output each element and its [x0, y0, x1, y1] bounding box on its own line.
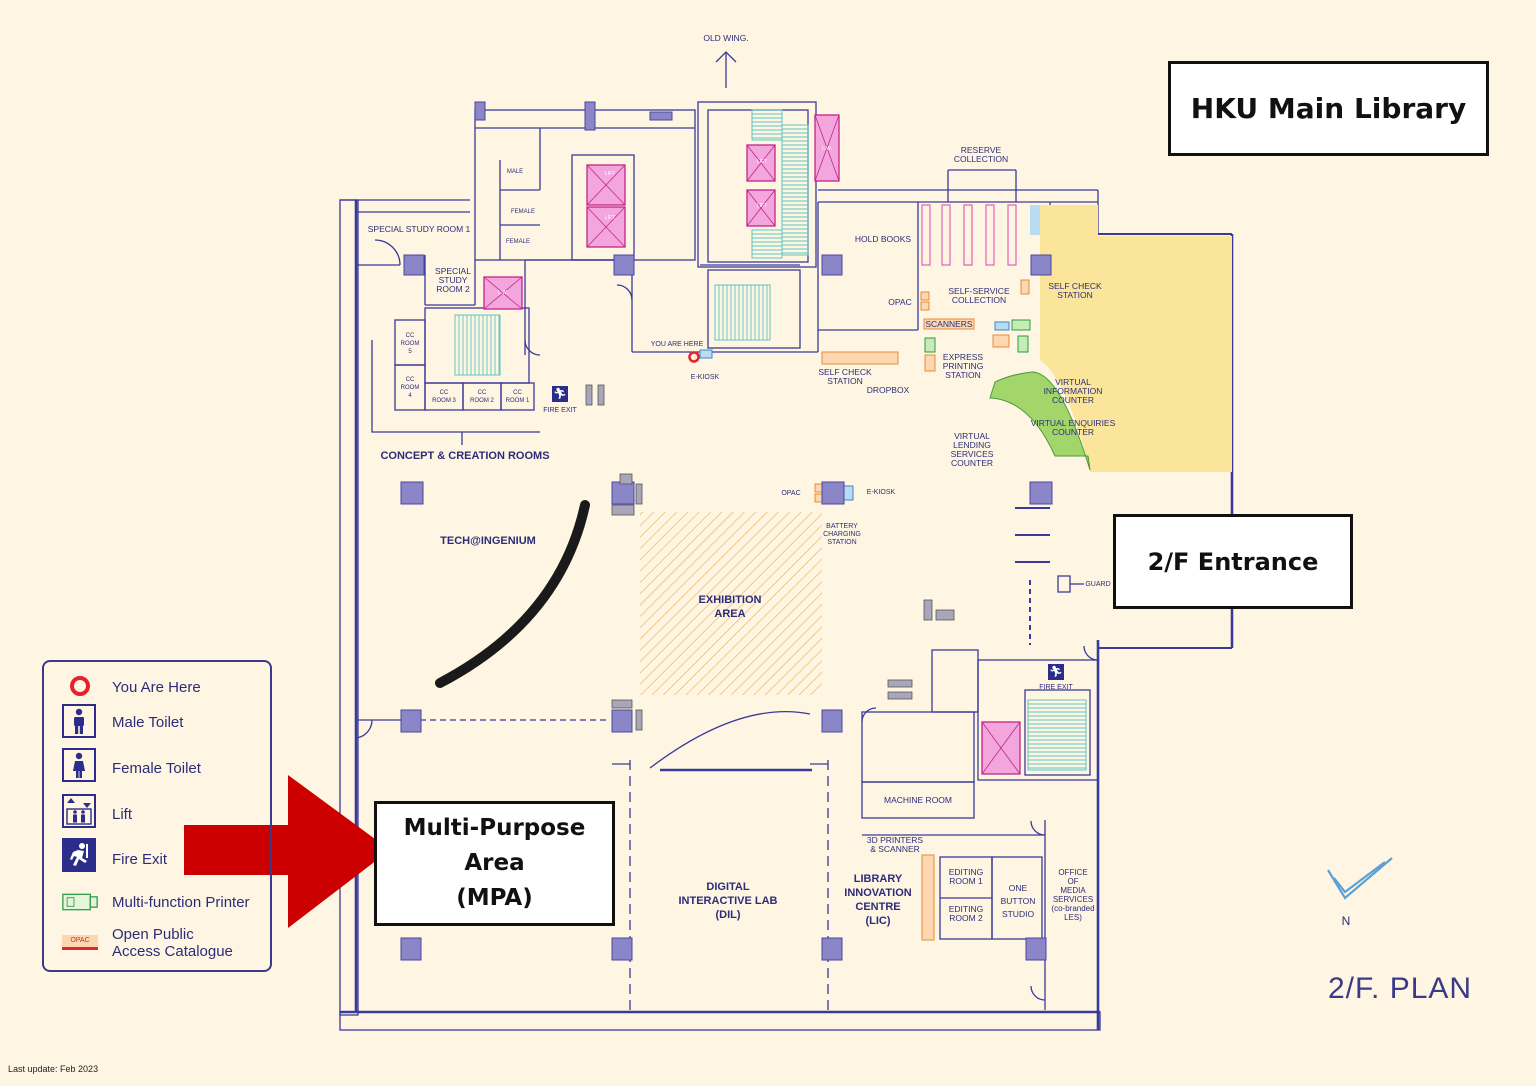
scanners-label: SCANNERS — [925, 319, 973, 329]
you-are-here-icon — [62, 668, 98, 704]
you-are-here-map-label: YOU ARE HERE — [650, 341, 704, 348]
fire-exit-icon: 🏃︎ — [1048, 664, 1064, 680]
special-study-room-2-label: SPECIAL STUDY ROOM 2 — [435, 266, 471, 294]
office-media-services-label: OFFICE OF MEDIA SERVICES (co-branded LES… — [1051, 868, 1095, 922]
battery-charging-label: BATTERY CHARGING STATION — [823, 523, 861, 546]
opac-tag: OPAC — [62, 934, 98, 950]
reserve-collection-label: RESERVE COLLECTION — [953, 145, 1009, 164]
legend-item: Female Toilet — [44, 748, 270, 788]
legend-item: Lift — [44, 794, 270, 834]
self-check-station-label-1: SELF CHECK STATION — [1048, 281, 1102, 300]
last-update: Last update: Feb 2023 — [8, 1064, 99, 1074]
old-wing-label: OLD WING. — [703, 33, 749, 43]
legend: You Are Here Male Toilet Female Toilet L… — [42, 660, 272, 972]
lift-icon — [62, 794, 96, 828]
virtual-lending-services-label: VIRTUAL LENDING SERVICES COUNTER — [950, 431, 994, 468]
lic-label: LIBRARY INNOVATION CENTRE (LIC) — [844, 873, 912, 927]
e-kiosk-label-2: E-KIOSK — [866, 489, 896, 496]
dil-label: DIGITAL INTERACTIVE LAB (DIL) — [678, 881, 778, 921]
legend-label: Lift — [112, 806, 133, 823]
editing-room-2-label: EDITING ROOM 2 — [948, 904, 984, 923]
self-check-station-label-2: SELF CHECK STATION — [818, 367, 872, 386]
printer-icon — [62, 884, 98, 920]
3d-printers-label: 3D PRINTERS & SCANNER — [866, 835, 924, 854]
entrance-callout: 2/F Entrance — [1113, 514, 1353, 609]
fire-exit-label-1: FIRE EXIT — [543, 407, 577, 414]
legend-label: Multi-function Printer — [112, 894, 250, 911]
plan-title: 2/F. PLAN — [1328, 972, 1473, 1005]
fire-exit-icon — [62, 838, 96, 872]
concept-creation-rooms-label: CONCEPT & CREATION ROOMS — [380, 450, 550, 462]
e-kiosk-label-1: E-KIOSK — [690, 374, 720, 381]
hold-books-label: HOLD BOOKS — [854, 234, 912, 244]
legend-label: Male Toilet — [112, 714, 184, 731]
opac-label-1: OPAC — [888, 297, 912, 307]
legend-label: Female Toilet — [112, 760, 201, 777]
machine-room-label: MACHINE ROOM — [884, 795, 952, 805]
female-toilet-label-2: FEMALE — [505, 239, 530, 245]
tech-ingenium-label: TECH@INGENIUM — [440, 535, 536, 547]
north-label: N — [1341, 914, 1351, 928]
legend-item: You Are Here — [44, 668, 270, 708]
virtual-enquiries-counter-label: VIRTUAL ENQUIRIES COUNTER — [1030, 418, 1116, 437]
opac-icon: OPAC — [62, 924, 98, 960]
legend-item: Male Toilet — [44, 704, 270, 744]
exhibition-area-label: EXHIBITION AREA — [698, 594, 762, 620]
cc-room-2-label: CC ROOM 2 — [470, 390, 494, 404]
legend-item: Multi-function Printer — [44, 884, 270, 924]
cc-room-5-label: CC ROOM 5 — [400, 333, 420, 355]
special-study-room-1-label: SPECIAL STUDY ROOM 1 — [367, 224, 471, 234]
legend-label: Open Public Access Catalogue — [112, 926, 233, 960]
legend-item: OPAC Open Public Access Catalogue — [44, 924, 270, 964]
female-toilet-icon — [62, 748, 96, 782]
male-toilet-icon — [62, 704, 96, 738]
lift-label-3: LIFT — [756, 159, 768, 165]
lift-label-2: LIFT — [604, 215, 616, 221]
female-toilet-label-1: FEMALE — [510, 209, 535, 215]
legend-label: You Are Here — [112, 679, 201, 696]
lw-label-1: L.W. — [821, 146, 832, 152]
lw-label-2: L.W. — [497, 290, 508, 296]
self-service-collection-label: SELF-SERVICE COLLECTION — [948, 286, 1010, 305]
fire-exit-label-2: FIRE EXIT — [1039, 684, 1073, 691]
dropbox-label: DROPBOX — [866, 385, 910, 395]
one-button-studio-label: ONE BUTTON STUDIO — [1000, 883, 1036, 919]
library-name-callout: HKU Main Library — [1168, 61, 1489, 156]
legend-item: Fire Exit — [44, 838, 270, 878]
fire-exit-icon: 🏃︎ — [552, 386, 568, 402]
lift-label-1: LIFT — [604, 171, 616, 177]
express-printing-label: EXPRESS PRINTING STATION — [942, 352, 984, 380]
cc-room-3-label: CC ROOM 3 — [432, 390, 456, 404]
legend-label: Fire Exit — [112, 851, 168, 868]
mpa-callout: Multi-Purpose Area (MPA) — [374, 801, 615, 926]
virtual-information-counter-label: VIRTUAL INFORMATION COUNTER — [1043, 377, 1103, 405]
male-toilet-label: MALE — [506, 169, 524, 175]
guard-label: GUARD — [1085, 581, 1111, 588]
lift-label-4: LIFT — [756, 203, 768, 209]
cc-room-1-label: CC ROOM 1 — [505, 390, 530, 404]
editing-room-1-label: EDITING ROOM 1 — [948, 867, 984, 886]
cc-room-4-label: CC ROOM 4 — [400, 377, 420, 399]
opac-label-2: OPAC — [781, 490, 801, 497]
